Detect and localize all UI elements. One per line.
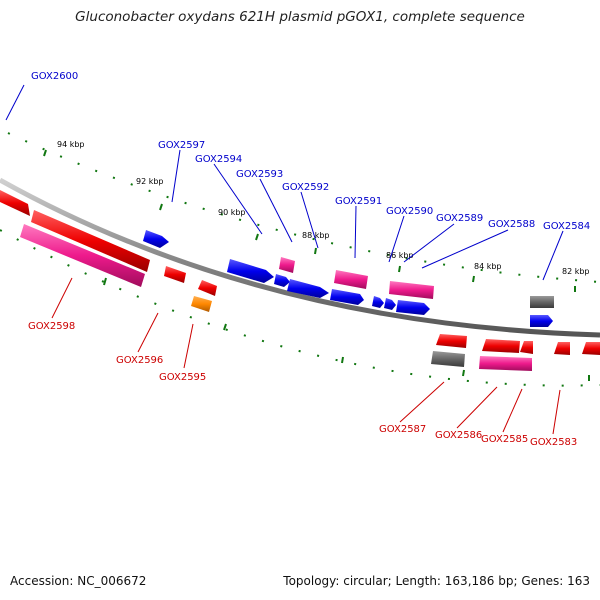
gene-arrow bbox=[482, 339, 520, 353]
gene-label: GOX2587 bbox=[379, 424, 426, 435]
leader-lines-top bbox=[5, 84, 564, 281]
tick-ring-inner bbox=[0, 229, 600, 387]
gene-label: GOX2595 bbox=[159, 372, 206, 383]
gene-arrow bbox=[279, 257, 295, 273]
gene-arrow bbox=[143, 230, 169, 248]
gene-arrow bbox=[227, 259, 274, 283]
tick-label: 88 kbp bbox=[302, 231, 330, 240]
tick-label: 94 kbp bbox=[57, 140, 85, 149]
tick-label: 82 kbp bbox=[562, 267, 590, 276]
gene-arrow bbox=[164, 266, 186, 283]
reverse-strand-genes bbox=[431, 334, 600, 371]
plasmid-backbone bbox=[0, 177, 600, 338]
gene-label: GOX2584 bbox=[543, 221, 590, 232]
gene-arrow bbox=[436, 334, 467, 348]
gene-label: GOX2589 bbox=[436, 213, 483, 224]
gene-arrow bbox=[520, 341, 533, 354]
gene-label: GOX2588 bbox=[488, 219, 535, 230]
gene-arrow bbox=[384, 298, 396, 310]
gene-arrow bbox=[0, 190, 30, 216]
gene-arrow bbox=[330, 289, 364, 305]
gene-label: GOX2583 bbox=[530, 437, 577, 448]
forward-strand-genes bbox=[0, 190, 554, 327]
tick-label: 92 kbp bbox=[136, 177, 164, 186]
major-ticks bbox=[43, 149, 590, 381]
gene-arrow bbox=[274, 274, 290, 287]
gene-arrow bbox=[389, 281, 434, 299]
gene-label: GOX2591 bbox=[335, 196, 382, 207]
gene-label: GOX2592 bbox=[282, 182, 329, 193]
gene-label: GOX2585 bbox=[481, 434, 528, 445]
gene-label: GOX2600 bbox=[31, 71, 78, 82]
gene-arrow bbox=[530, 296, 554, 308]
gene-label: GOX2593 bbox=[236, 169, 283, 180]
tick-label: 84 kbp bbox=[474, 262, 502, 271]
gene-label: GOX2597 bbox=[158, 140, 205, 151]
gene-arrow bbox=[287, 279, 329, 298]
gene-label: GOX2586 bbox=[435, 430, 482, 441]
gene-label: GOX2598 bbox=[28, 321, 75, 332]
leader-lines-bottom bbox=[51, 277, 561, 435]
topology-summary: Topology: circular; Length: 163,186 bp; … bbox=[283, 574, 590, 588]
gene-arrow bbox=[334, 270, 368, 289]
tick-label: 90 kbp bbox=[218, 208, 246, 217]
gene-label: GOX2594 bbox=[195, 154, 242, 165]
map-title: Gluconobacter oxydans 621H plasmid pGOX1… bbox=[75, 9, 525, 25]
gene-label: GOX2590 bbox=[386, 206, 433, 217]
gene-arrow bbox=[431, 351, 465, 367]
gene-arrow bbox=[20, 224, 145, 287]
gene-arrow bbox=[191, 296, 212, 312]
gene-arrow bbox=[198, 280, 217, 296]
gene-arrow bbox=[530, 315, 553, 327]
accession-text: Accession: NC_006672 bbox=[10, 574, 147, 588]
tick-label: 86 kbp bbox=[386, 251, 414, 260]
gene-arrow bbox=[554, 342, 570, 355]
gene-arrow bbox=[479, 356, 532, 371]
gene-arrow bbox=[372, 296, 384, 308]
gene-arrow bbox=[31, 210, 150, 272]
gene-arrow bbox=[582, 342, 600, 355]
gene-arrow bbox=[396, 300, 430, 315]
gene-label: GOX2596 bbox=[116, 355, 163, 366]
